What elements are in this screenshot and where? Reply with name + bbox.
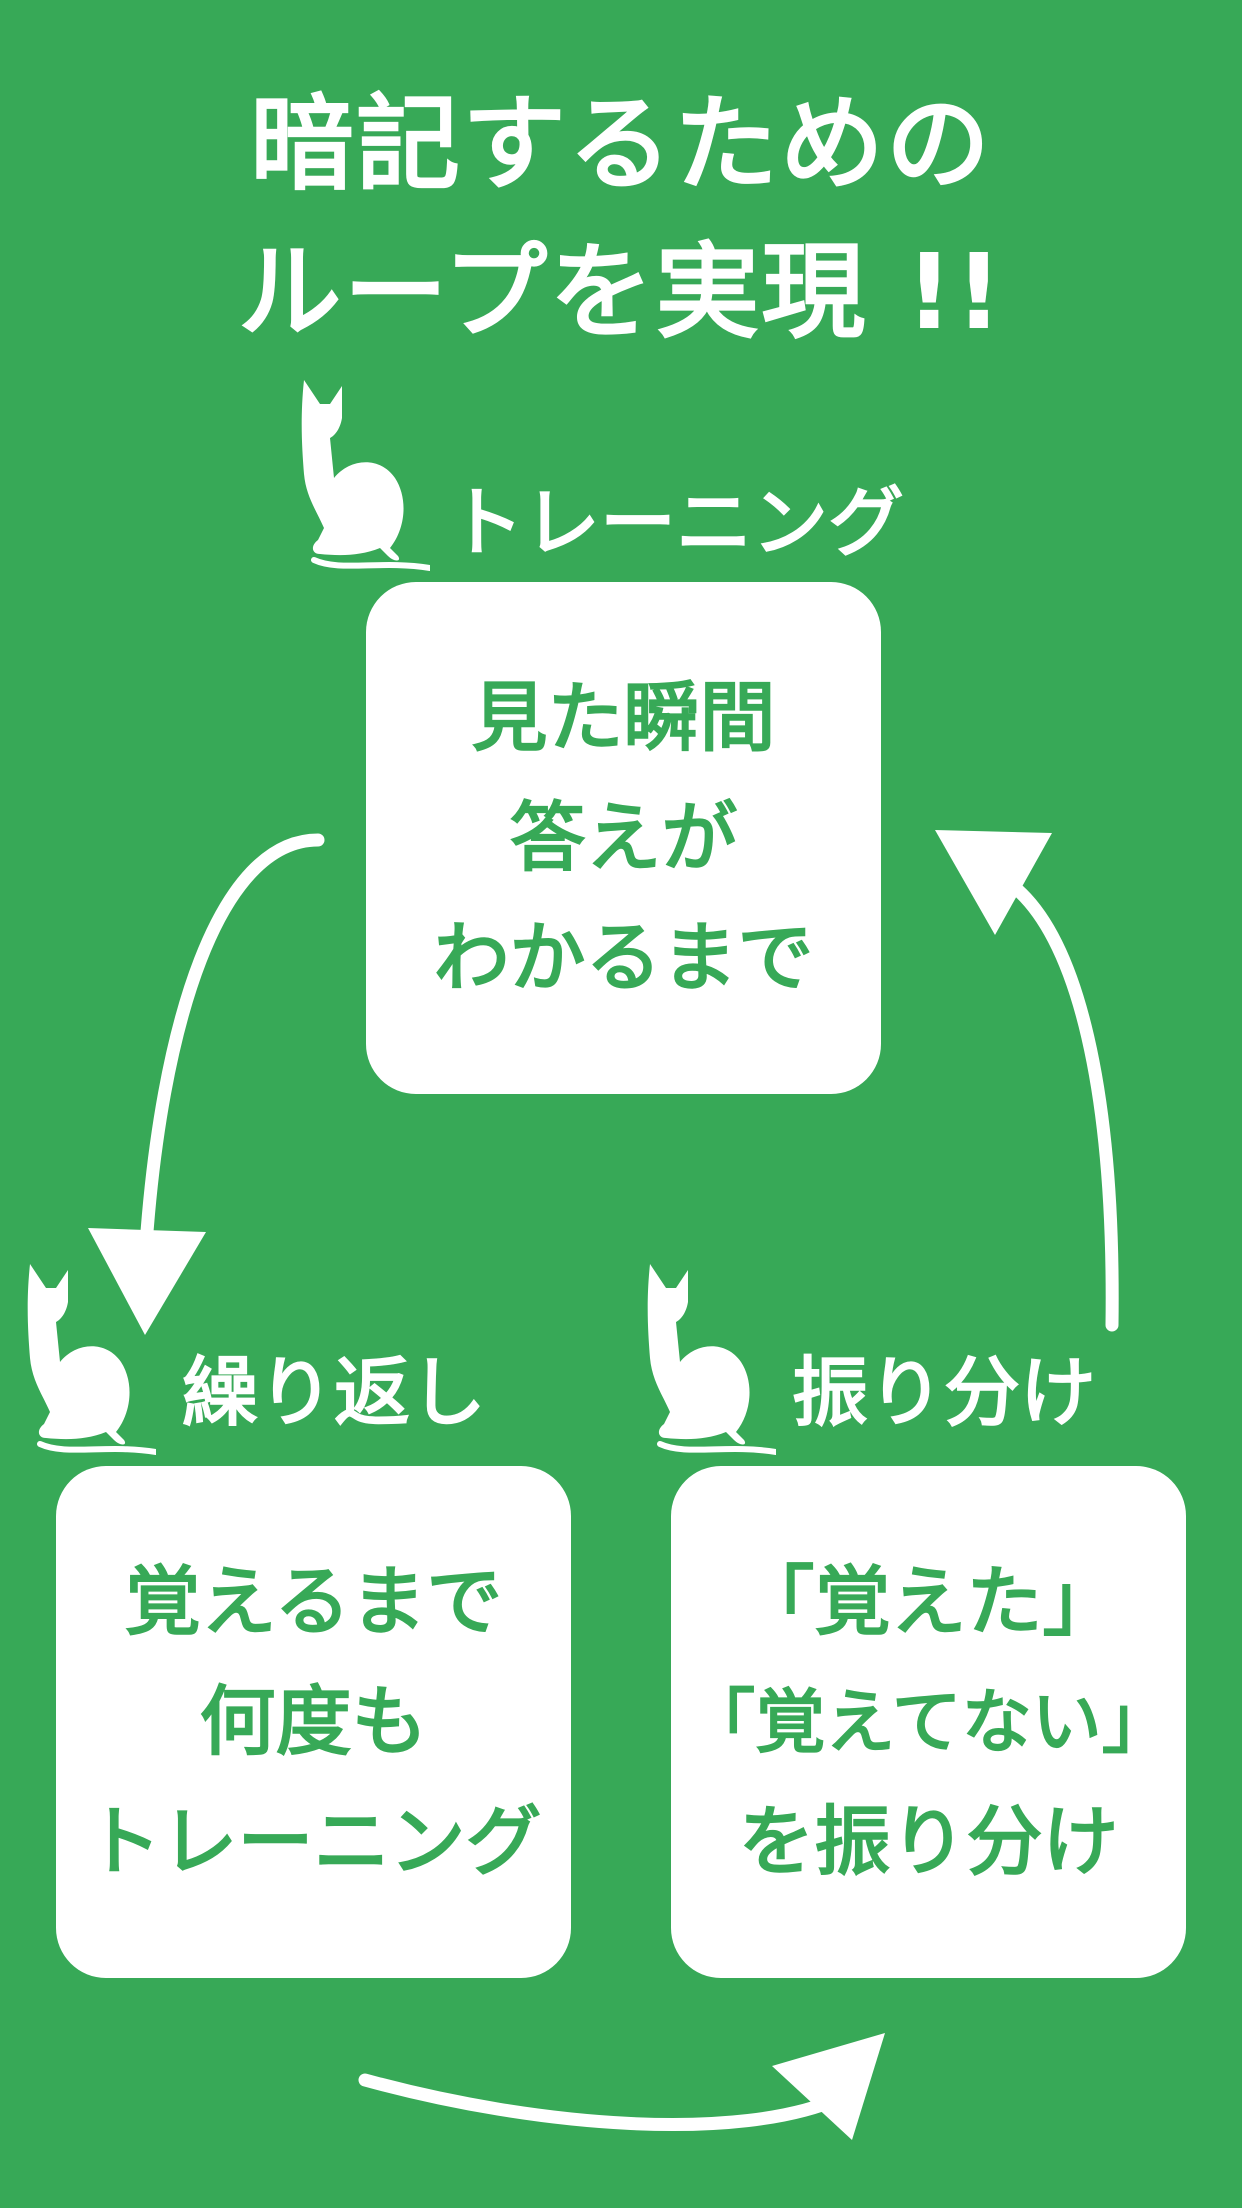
stage-label-training: トレーニング (448, 478, 904, 567)
arrow-sort-to-training (998, 873, 1119, 1332)
headline-line-1: 暗記するための (249, 83, 992, 205)
stage-text: 「覚えてない」 (685, 1681, 1172, 1763)
cat-icon (27, 1264, 156, 1455)
cat-icon (647, 1264, 776, 1455)
cat-icon (301, 380, 430, 571)
stage-label-sort: 振り分け (792, 1348, 1096, 1437)
arrow-head-repeat (88, 1228, 206, 1335)
stage-text: 何度も (199, 1677, 428, 1766)
stage-text: 見た瞬間 (471, 673, 776, 762)
stage-box-repeat: 覚えるまで 何度も トレーニング (56, 1466, 571, 1978)
stage-text: 答えが (509, 793, 738, 882)
arrow-training-to-repeat (138, 833, 325, 1267)
stage-text: を振り分け (738, 1797, 1119, 1886)
stage-text: 覚えるまで (124, 1557, 503, 1646)
stage-text: トレーニング (85, 1797, 542, 1886)
stage-text: 「覚えた」 (738, 1557, 1119, 1646)
headline-line-2: ループを実現 !! (237, 231, 1005, 353)
stage-box-sort: 「覚えた」 「覚えてない」 を振り分け (671, 1466, 1186, 1978)
arrow-repeat-to-sort (358, 2073, 847, 2131)
arrow-head-sort (772, 2033, 885, 2140)
stage-text: わかるまで (433, 913, 814, 1002)
arrow-head-training (935, 830, 1052, 935)
stage-box-training: 見た瞬間 答えが わかるまで (366, 582, 881, 1094)
stage-label-repeat: 繰り返し (182, 1348, 486, 1437)
